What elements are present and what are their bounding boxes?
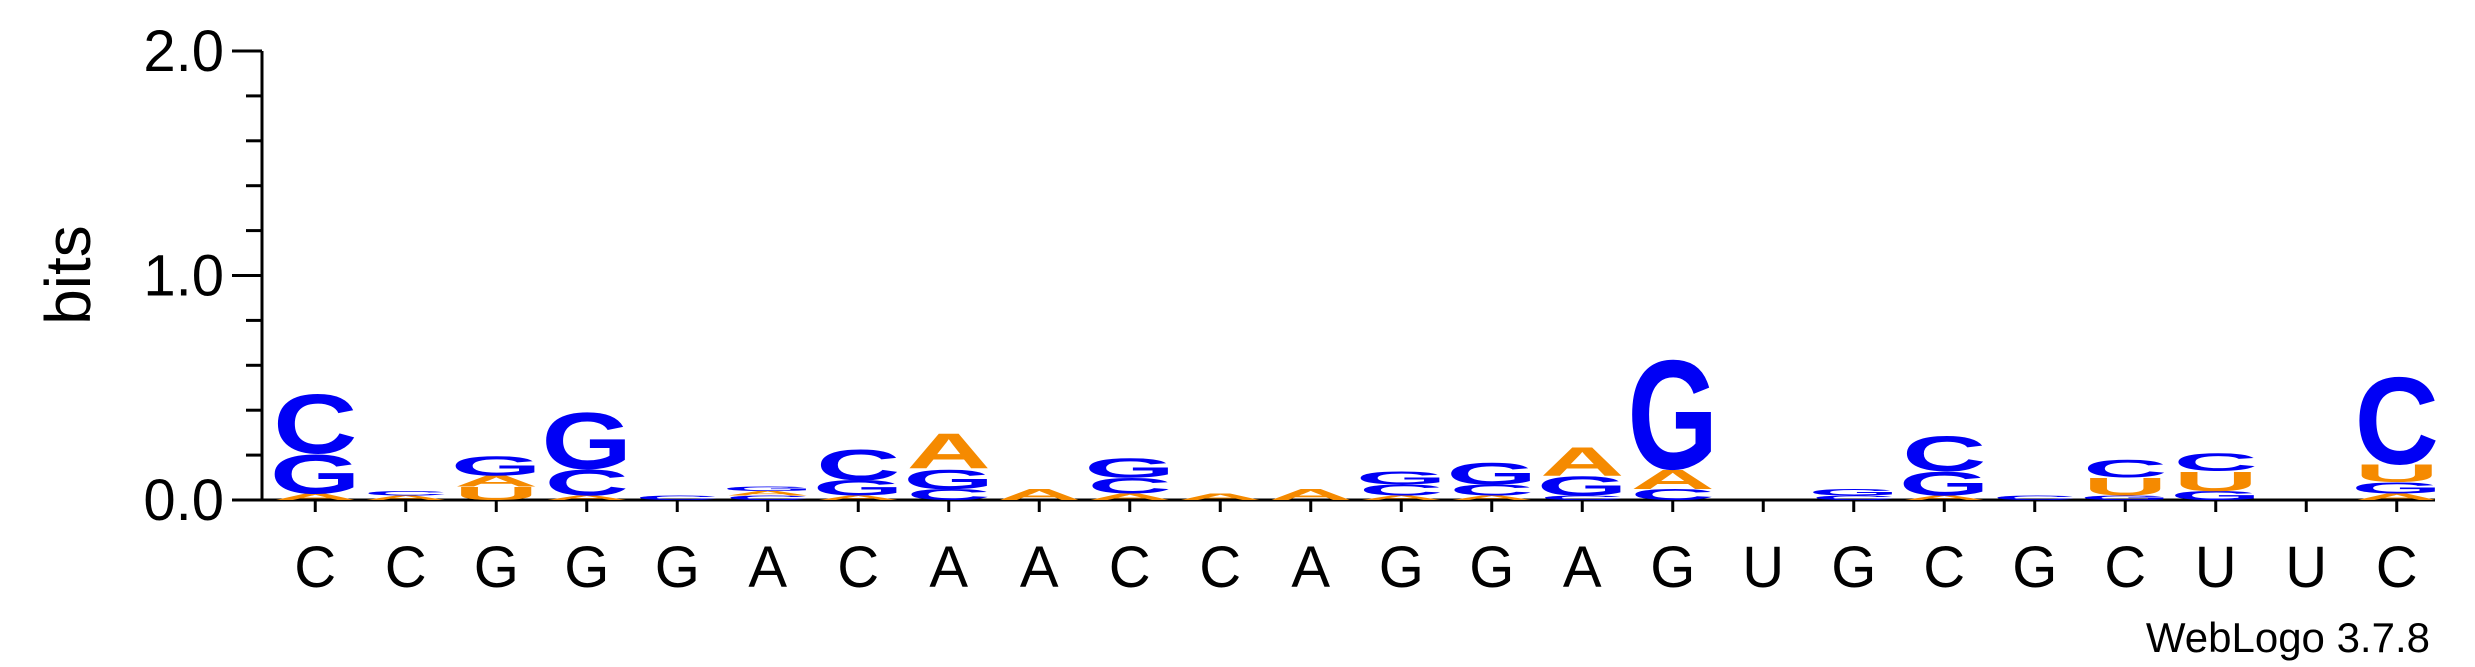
logo-letter: G <box>1084 452 1175 483</box>
logo-letter: C <box>907 486 991 503</box>
logo-letter: G <box>541 396 632 486</box>
logo-letter: C <box>364 490 448 497</box>
logo-letter: C <box>1993 494 2077 501</box>
position-label: U <box>2195 535 2237 600</box>
logo-letter: G <box>1356 467 1447 488</box>
logo-letter: A <box>1269 486 1353 503</box>
position-label: A <box>748 535 787 600</box>
position-label: G <box>1650 535 1695 600</box>
position-label: A <box>929 535 968 600</box>
logo-letter: C <box>2355 352 2439 491</box>
position-label: G <box>655 535 700 600</box>
position-label: G <box>1831 535 1876 600</box>
position-label: U <box>2285 535 2327 600</box>
logo-letter: A <box>1088 492 1172 503</box>
position-label: C <box>294 535 336 600</box>
logo-letter: C <box>1631 486 1715 503</box>
position-label: U <box>1742 535 1784 600</box>
logo-letter: C <box>1088 473 1172 497</box>
position-label: G <box>2012 535 2057 600</box>
weblogo-watermark: WebLogo 3.7.8 <box>2146 614 2430 661</box>
position-label: G <box>1379 535 1424 600</box>
position-label: A <box>1563 535 1602 600</box>
logo-letter: C <box>1812 494 1896 501</box>
logo-letter: C <box>635 494 719 501</box>
position-label: C <box>385 535 427 600</box>
logo-letter: C <box>726 494 810 501</box>
logo-letter: U <box>2174 466 2258 497</box>
logo-letter: A <box>997 486 1081 503</box>
position-label: C <box>1923 535 1965 600</box>
logo-letter: C <box>816 440 900 489</box>
logo-letter: A <box>545 494 629 501</box>
logo-letter: A <box>454 472 538 489</box>
logo-letter: A <box>1902 494 1986 501</box>
position-label: C <box>837 535 879 600</box>
logo-letter: G <box>903 463 994 494</box>
position-label: A <box>1291 535 1330 600</box>
logo-letter: G <box>1899 465 1990 503</box>
logo-letter: G <box>451 450 542 481</box>
logo-letter: A <box>1178 492 1262 503</box>
logo-letter: A <box>1450 494 1534 501</box>
logo-letter: A <box>726 490 810 497</box>
logo-letter: C <box>1902 426 1986 482</box>
logo-letter: U <box>454 483 538 504</box>
logo-letter: G <box>2170 489 2261 503</box>
axis-layer: 0.0 1.0 2.0 <box>143 19 2435 533</box>
position-label: C <box>2104 535 2146 600</box>
y-tick-label: 0.0 <box>143 468 224 533</box>
logo-letter: A <box>1631 463 1715 494</box>
logo-letter: U <box>2355 460 2439 488</box>
logo-letter: G <box>722 485 813 492</box>
logo-letter: G <box>270 443 361 506</box>
logo-letter: G <box>1446 457 1537 492</box>
position-label: C <box>1109 535 1151 600</box>
position-label: G <box>474 535 519 600</box>
position-label: C <box>1199 535 1241 600</box>
position-label: G <box>1469 535 1514 600</box>
logo-letter: G <box>2351 479 2442 496</box>
position-label: C <box>2376 535 2418 600</box>
logo-letter: C <box>1450 481 1534 498</box>
position-label: A <box>1020 535 1059 600</box>
logo-letter: G <box>813 476 904 500</box>
logo-letter: A <box>1359 494 1443 501</box>
logo-letter: A <box>273 492 357 503</box>
logo-letter: A <box>816 494 900 501</box>
logo-letter: A <box>907 424 991 480</box>
logo-letter: C <box>2083 455 2167 483</box>
logo-letter: A <box>1540 439 1624 484</box>
logo-letter: A <box>2355 492 2439 503</box>
y-tick-label: 2.0 <box>143 19 224 84</box>
logo-letter: C <box>1540 494 1624 501</box>
logo-letter: G <box>2080 494 2171 501</box>
position-label: G <box>564 535 609 600</box>
logo-letter: G <box>1808 487 1899 498</box>
logo-letter: C <box>2174 448 2258 476</box>
logo-letter: A <box>364 494 448 501</box>
logo-letter: C <box>273 377 357 471</box>
y-tick-label: 1.0 <box>143 244 224 309</box>
logo-letter: U <box>2083 473 2167 501</box>
logo-letter: C <box>545 462 629 503</box>
logo-letter: C <box>1359 481 1443 498</box>
logo-letter: G <box>1627 328 1718 502</box>
y-axis-label: bits <box>32 225 104 325</box>
logo-letter: G <box>1537 470 1628 501</box>
